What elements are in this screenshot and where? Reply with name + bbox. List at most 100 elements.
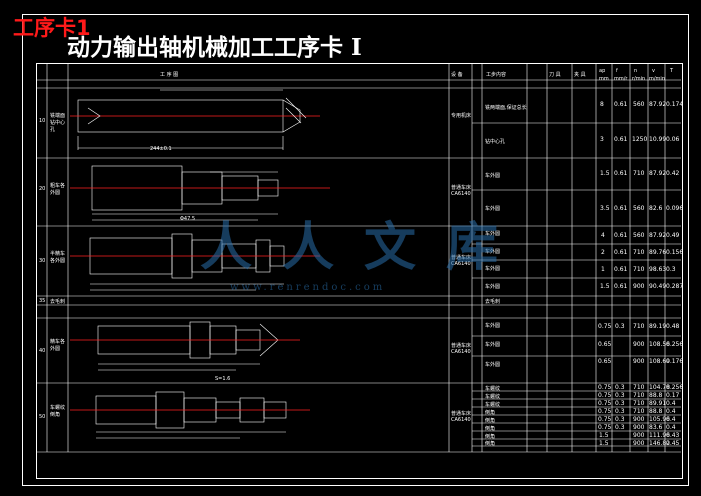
step-content: 车螺纹 xyxy=(485,386,501,392)
header-unit-mmr: mm/r xyxy=(614,76,628,82)
cell-t: 0.4 xyxy=(666,416,676,423)
cell-f: 0.3 xyxy=(615,384,625,391)
cell-v: 10.99 xyxy=(649,136,667,143)
row-equipment: 普通车床 CA6140 xyxy=(451,343,472,355)
step-content: 铣两端面,保证总长 xyxy=(485,105,527,111)
cell-t: 0.4 xyxy=(666,400,676,407)
cell-ap: 1.5 xyxy=(599,432,609,439)
cell-t: 0.287 xyxy=(666,283,684,290)
row-number: 50 xyxy=(39,414,46,420)
row-operation-name: 精车各外圆 xyxy=(50,339,66,352)
cell-ap: 0.65 xyxy=(598,341,612,348)
row-number: 20 xyxy=(39,186,46,192)
cell-f: 0.61 xyxy=(614,283,628,290)
cell-f: 0.61 xyxy=(614,249,628,256)
row-equipment: 专用机床 xyxy=(451,113,472,119)
cell-n: 560 xyxy=(633,232,645,239)
header-f: f xyxy=(616,68,618,74)
cell-v: 83.6 xyxy=(649,424,663,431)
cell-t: 0.256 xyxy=(666,341,684,348)
row-number: 40 xyxy=(39,348,46,354)
cell-f: 0.61 xyxy=(614,170,628,177)
cell-t: 0.156 xyxy=(666,249,684,256)
cell-ap: 1.5 xyxy=(599,440,609,447)
step-content: 去毛刺 xyxy=(485,299,501,305)
row-equipment: 普通车床 CA6140 xyxy=(451,411,472,423)
cell-n: 710 xyxy=(633,266,645,273)
cell-t: 0.17 xyxy=(666,392,680,399)
cell-f: 0.61 xyxy=(614,205,628,212)
cell-n: 900 xyxy=(633,283,645,290)
header-unit-mmin: m/min xyxy=(649,76,665,82)
header-unit-mm: mm xyxy=(599,76,609,82)
cell-t: 0.49 xyxy=(666,232,680,239)
cell-n: 900 xyxy=(633,358,645,365)
cell-f: 0.3 xyxy=(615,400,625,407)
header-step: 工步内容 xyxy=(486,72,507,78)
cell-n: 710 xyxy=(633,249,645,256)
watermark-url: www.renrendoc.com xyxy=(230,282,386,293)
header-tool: 刀 具 xyxy=(549,72,561,78)
header-v: v xyxy=(652,68,655,74)
cell-v: 88.8 xyxy=(649,392,663,399)
step-content: 车外圆 xyxy=(485,284,501,290)
cell-n: 1250 xyxy=(632,136,648,143)
cell-t: 0.4 xyxy=(666,408,676,415)
cell-ap: 0.75 xyxy=(598,323,612,330)
cell-t: 0.06 xyxy=(666,136,680,143)
row-equipment: 普通车床 CA6140 xyxy=(451,255,472,267)
row-number: 35 xyxy=(39,298,46,304)
cell-f: 0.3 xyxy=(615,408,625,415)
header-unit-rmin: r/min xyxy=(632,76,646,82)
cell-f: 0.61 xyxy=(614,136,628,143)
cell-ap: 2 xyxy=(601,249,605,256)
cell-n: 560 xyxy=(633,101,645,108)
cell-ap: 0.65 xyxy=(598,358,612,365)
cell-ap: 3 xyxy=(600,136,604,143)
cell-v: 88.8 xyxy=(649,408,663,415)
cell-v: 89.91 xyxy=(649,400,667,407)
cell-n: 900 xyxy=(633,432,645,439)
cell-t: 0.4 xyxy=(666,424,676,431)
cell-ap: 1.5 xyxy=(600,170,610,177)
cell-v: 98.63 xyxy=(649,266,667,273)
cell-v: 82.6 xyxy=(649,205,663,212)
process-drawing-30 xyxy=(70,233,320,291)
process-drawing-20 xyxy=(70,165,330,221)
cell-v: 105.96 xyxy=(649,416,670,423)
cell-ap: 8 xyxy=(600,101,604,108)
cell-t: 0.256 xyxy=(666,384,684,391)
step-content: 倒角 xyxy=(485,426,496,432)
cell-f: 0.61 xyxy=(614,101,628,108)
dimension-label: Φ47.5 xyxy=(180,216,196,222)
dimension-label: 244±0.1 xyxy=(150,146,172,152)
cell-f: 0.61 xyxy=(614,266,628,273)
dimension-label: S=1.6 xyxy=(215,376,231,382)
step-content: 钻中心孔 xyxy=(485,139,506,145)
step-content: 倒角 xyxy=(485,410,496,416)
cell-ap: 0.75 xyxy=(598,392,612,399)
step-content: 车螺纹 xyxy=(485,394,501,400)
step-content: 车螺纹 xyxy=(485,402,501,408)
cell-n: 710 xyxy=(633,408,645,415)
row-operation-name: 车螺纹倒角 xyxy=(50,405,66,418)
card-label: 工序卡1 xyxy=(13,16,91,40)
cell-t: 0.176 xyxy=(666,358,684,365)
cell-t: 0.43 xyxy=(666,432,680,439)
cell-ap: 0.75 xyxy=(598,408,612,415)
cell-n: 710 xyxy=(633,170,645,177)
step-content: 倒角 xyxy=(485,418,496,424)
table-frame xyxy=(36,63,683,479)
cell-ap: 0.75 xyxy=(598,400,612,407)
cell-f: 0.61 xyxy=(614,232,628,239)
cell-ap: 0.75 xyxy=(598,384,612,391)
cell-v: 108.56 xyxy=(649,341,670,348)
step-content: 倒角 xyxy=(485,441,496,447)
cell-n: 710 xyxy=(633,400,645,407)
cell-t: 0.3 xyxy=(666,266,676,273)
cell-v: 146.82 xyxy=(649,440,670,447)
cell-v: 87.92 xyxy=(649,101,667,108)
step-content: 车外圆 xyxy=(485,323,501,329)
row-operation-name: 半精车各外圆 xyxy=(50,251,66,264)
